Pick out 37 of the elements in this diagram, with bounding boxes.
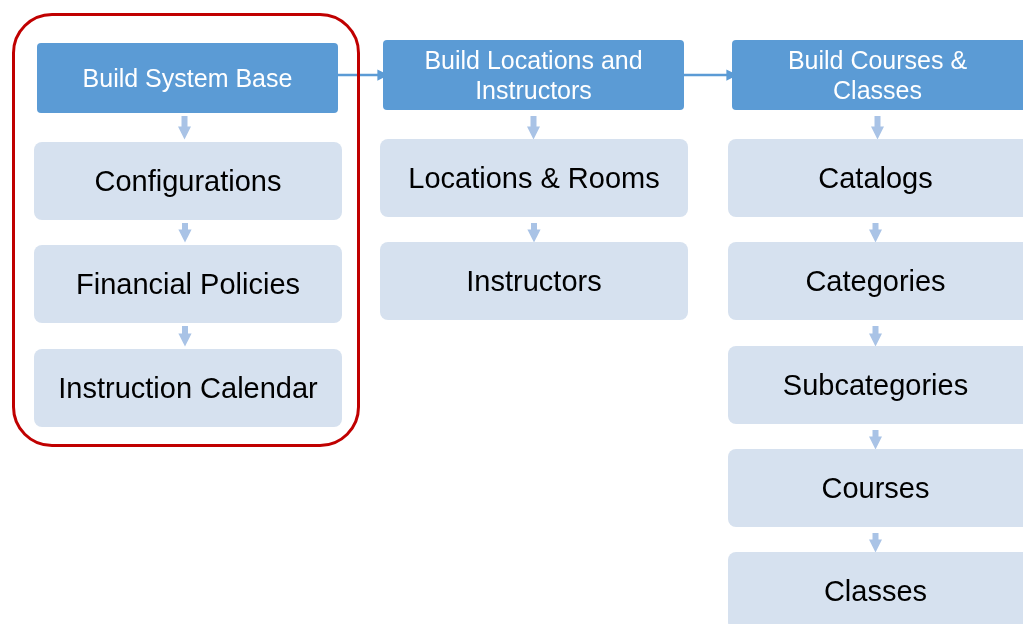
arrow bbox=[868, 223, 883, 243]
step-heading: Build Locations and Instructors bbox=[423, 45, 644, 105]
step-label: Instruction Calendar bbox=[58, 371, 318, 405]
step-box bbox=[728, 242, 1023, 320]
step-box bbox=[380, 139, 688, 217]
arrow bbox=[178, 223, 192, 243]
arrow bbox=[870, 116, 885, 140]
step-label: Configurations bbox=[94, 164, 282, 198]
arrow bbox=[177, 116, 192, 140]
arrow bbox=[526, 116, 541, 140]
step-box bbox=[380, 242, 688, 320]
step-heading: Build System Base bbox=[82, 63, 293, 93]
step-heading: Build Courses & Classes bbox=[786, 45, 969, 105]
header-box bbox=[383, 40, 684, 110]
arrow bbox=[868, 430, 883, 450]
arrow bbox=[868, 533, 883, 553]
step-box bbox=[728, 552, 1023, 624]
step-label: Classes bbox=[823, 574, 928, 608]
header-box bbox=[732, 40, 1023, 110]
step-label: Instructors bbox=[466, 264, 602, 298]
step-box bbox=[728, 449, 1023, 527]
step-label: Courses bbox=[821, 471, 930, 505]
step-box bbox=[34, 142, 342, 220]
step-box bbox=[34, 245, 342, 323]
highlight-frame bbox=[12, 13, 360, 447]
step-label: Categories bbox=[805, 264, 946, 298]
step-label: Financial Policies bbox=[75, 267, 300, 301]
step-label: Catalogs bbox=[818, 161, 933, 195]
arrow bbox=[868, 326, 883, 347]
arrow bbox=[178, 326, 192, 347]
step-box bbox=[728, 139, 1023, 217]
step-box bbox=[728, 346, 1023, 424]
step-label: Locations & Rooms bbox=[408, 161, 660, 195]
step-label: Subcategories bbox=[782, 368, 969, 402]
header-box bbox=[37, 43, 338, 113]
arrow bbox=[527, 223, 541, 243]
step-box bbox=[34, 349, 342, 427]
